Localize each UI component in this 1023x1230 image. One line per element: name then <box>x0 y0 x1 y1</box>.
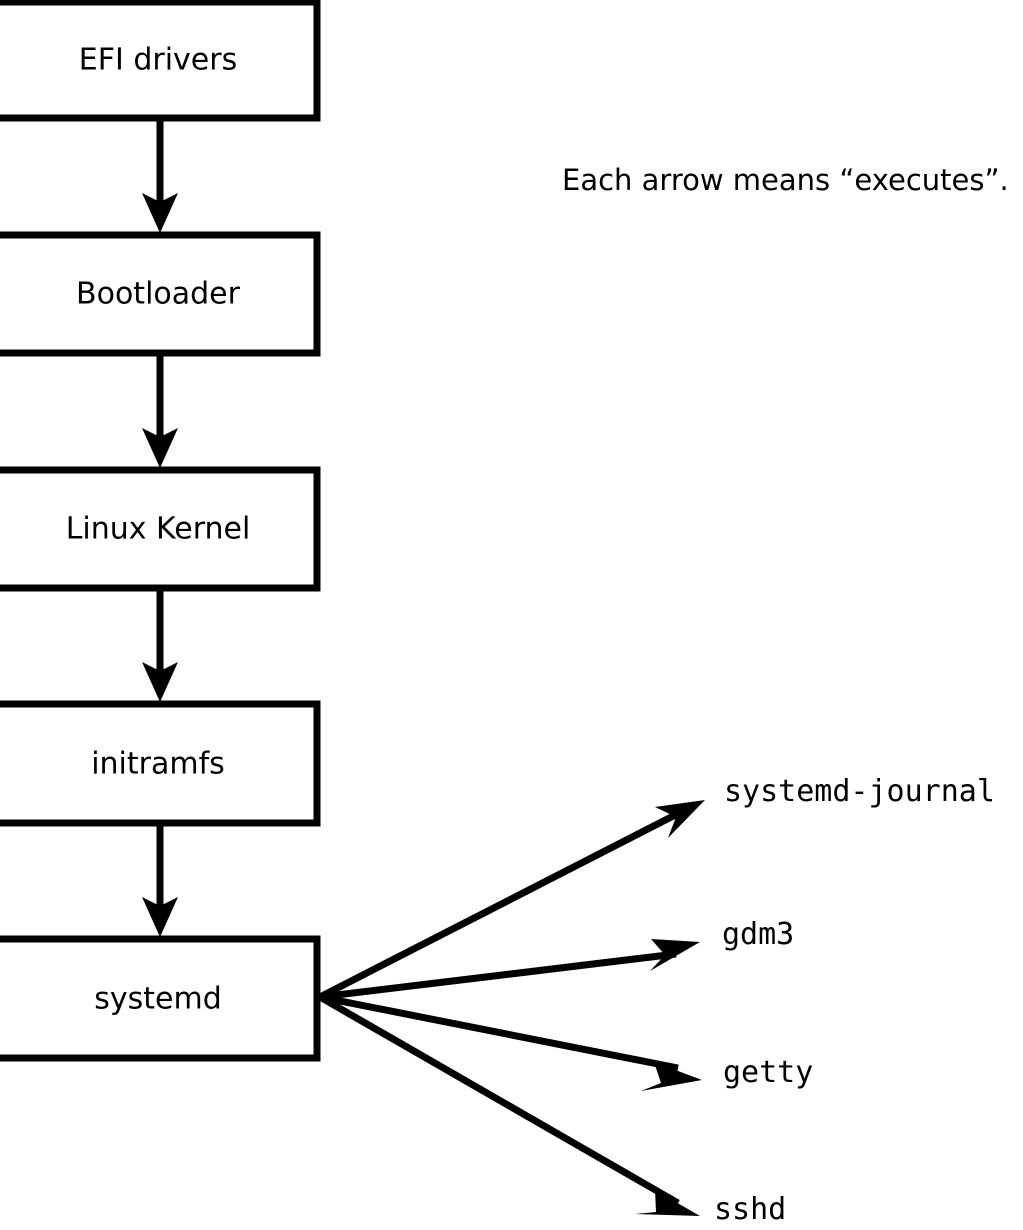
box-label-systemd: systemd <box>94 982 222 1017</box>
box-linux-kernel[interactable]: Linux Kernel <box>0 466 321 592</box>
fan-arrow-getty <box>319 993 702 1091</box>
chain-arrow-kernel-to-initramfs <box>142 588 178 702</box>
fan-arrow-systemd-journal <box>318 800 705 1001</box>
box-initramfs[interactable]: initramfs <box>0 700 321 827</box>
box-label-bootloader: Bootloader <box>76 277 241 312</box>
fan-arrow-gdm3 <box>319 939 700 1001</box>
box-label-linux-kernel: Linux Kernel <box>66 512 251 547</box>
chain-arrow-efi-to-bootloader <box>142 118 178 233</box>
leaf-label-getty: getty <box>723 1055 813 1090</box>
box-systemd[interactable]: systemd <box>0 935 321 1062</box>
box-bootloader[interactable]: Bootloader <box>0 231 321 357</box>
leaf-label-systemd-journal: systemd-journal <box>724 774 995 809</box>
leaf-label-gdm3: gdm3 <box>722 917 794 952</box>
fan-arrow-sshd <box>318 993 700 1216</box>
box-efi-drivers[interactable]: EFI drivers <box>0 0 321 122</box>
diagram-caption: Each arrow means “executes”. <box>562 163 1009 197</box>
leaf-label-sshd: sshd <box>714 1192 786 1227</box>
box-label-initramfs: initramfs <box>91 747 225 782</box>
chain-arrow-bootloader-to-kernel <box>142 353 178 468</box>
box-label-efi-drivers: EFI drivers <box>79 43 237 78</box>
chain-arrow-initramfs-to-systemd <box>142 823 178 937</box>
